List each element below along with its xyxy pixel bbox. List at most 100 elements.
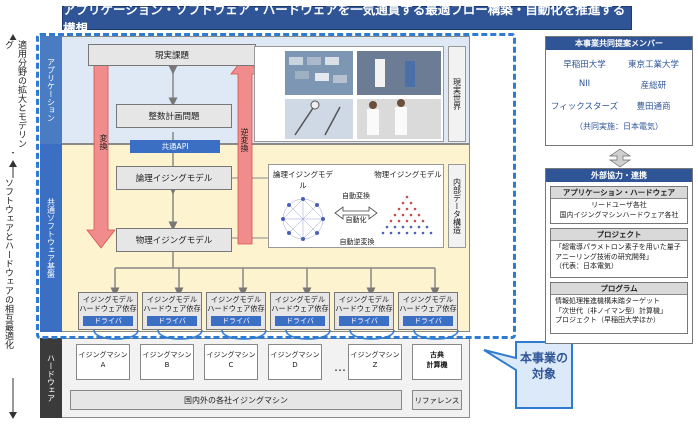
classical-line1: 古典 — [430, 351, 444, 359]
ising-machine-line1: イジングマシン — [142, 351, 192, 359]
driver-machine-links — [93, 329, 459, 340]
collab-section-project: プロジェクト 「超電導パラメトロン素子を用いた量子アニーリング技術の研究開発」 … — [550, 228, 688, 278]
automation-label: 自動化 — [345, 216, 367, 224]
ising-model-unit-line2: ハードウェア依存 — [143, 304, 201, 313]
collab-program-line3: プロジェクト（早稲田大学ほか） — [555, 316, 660, 324]
internal-data-tag: 内部データ構造 — [448, 164, 466, 248]
common-api-box[interactable]: 共通API — [130, 140, 220, 153]
member-aist: 産総研 — [640, 81, 667, 91]
driver-label: ドライバ — [275, 316, 325, 326]
internal-logical-label: 論理イジングモデル — [273, 170, 333, 190]
members-header: 本事業共同提案メンバー — [546, 37, 692, 50]
target-callout-line2: 対象 — [531, 367, 556, 381]
ising-machine[interactable]: イジングマシン A — [76, 344, 130, 380]
collab-program-line1: 情報処理推進機構未踏ターゲット — [555, 297, 660, 305]
ising-machine-line2: C — [228, 361, 234, 369]
integer-problem-box[interactable]: 整数計画問題 — [116, 104, 232, 128]
collab-section-app-hw-header: アプリケーション・ハードウェア — [551, 187, 687, 199]
ising-model-unit-line1: イジングモデル — [274, 295, 326, 304]
collab-app-hw-line1: リードユーザ各社 — [591, 201, 647, 209]
member-tokyo-tech: 東京工業大学 — [627, 60, 679, 70]
ising-model-unit-line2: ハードウェア依存 — [271, 304, 329, 313]
ising-machine-line2: Z — [372, 361, 378, 369]
physical-ising-box[interactable]: 物理イジングモデル — [116, 228, 232, 252]
ising-model-unit-line2: ハードウェア依存 — [399, 304, 457, 313]
ising-model-unit-line1: イジングモデル — [402, 295, 454, 304]
application-band-label: アプリケーション — [40, 36, 62, 144]
collab-section-program-header: プログラム — [551, 283, 687, 295]
member-nii: NII — [578, 79, 591, 89]
ising-model-unit[interactable]: イジングモデルハードウェア依存ドライバ — [270, 292, 330, 330]
collab-section-project-header: プロジェクト — [551, 229, 687, 241]
label-modeling: 適用分野の拡大とモデリング — [2, 40, 28, 152]
ising-machine-line1: イジングマシン — [270, 351, 320, 359]
classical-line2: 計算機 — [426, 361, 448, 369]
collab-section-program: プログラム 情報処理推進機構未踏ターゲット 「次世代（非ノイマン型）計算機」 プ… — [550, 282, 688, 334]
internal-data-panel: 論理イジングモデル 物理イジングモデル 自動変換 自動化 自動逆変換 — [268, 164, 444, 248]
ising-machine[interactable]: イジングマシン C — [204, 344, 258, 380]
collab-header: 外部協力・連携 — [546, 169, 692, 182]
collab-app-hw-line2: 国内イジングマシンハードウェア各社 — [559, 210, 679, 219]
ising-model-unit-line2: ハードウェア依存 — [79, 304, 137, 313]
members-note: （共同実施：日本電気） — [575, 122, 663, 131]
ising-model-unit-line2: ハードウェア依存 — [207, 304, 265, 313]
ising-model-unit[interactable]: イジングモデルハードウェア依存ドライバ — [334, 292, 394, 330]
auto-convert-label: 自動変換 — [342, 192, 370, 200]
ising-model-unit[interactable]: イジングモデルハードウェア依存ドライバ — [78, 292, 138, 330]
members-panel: 本事業共同提案メンバー 早稲田大学 東京工業大学 NII 産総研 フィックスター… — [545, 36, 693, 146]
driver-label: ドライバ — [403, 316, 453, 326]
sidebar-link-arrow — [608, 148, 632, 168]
internal-graphs — [281, 195, 433, 241]
member-toyota-tsusho: 豊田通商 — [636, 102, 671, 112]
member-waseda: 早稲田大学 — [563, 60, 606, 70]
hardware-band-label: ハードウェア — [40, 338, 62, 418]
software-band-label: 共通ソフトウェア基盤 — [40, 144, 62, 332]
ising-model-unit[interactable]: イジングモデルハードウェア依存ドライバ — [206, 292, 266, 330]
ising-machine-line1: イジングマシン — [78, 351, 128, 359]
member-fixstars: フィックスターズ — [550, 102, 619, 112]
target-callout-shape — [483, 341, 573, 409]
classical-computer[interactable]: 古典 計算機 — [412, 344, 462, 380]
internal-physical-label: 物理イジングモデル — [374, 170, 442, 179]
ising-machine-line1: イジングマシン — [206, 351, 256, 359]
ising-model-unit[interactable]: イジングモデルハードウェア依存ドライバ — [142, 292, 202, 330]
ising-machine-line1: イジングマシン — [350, 351, 400, 359]
ising-model-unit[interactable]: イジングモデルハードウェア依存ドライバ — [398, 292, 458, 330]
ising-machine-line2: D — [292, 361, 298, 369]
label-hw-sw-optimization: ソフトウェアとハードウェアの相互最適化 — [2, 178, 15, 378]
ising-model-unit-line1: イジングモデル — [146, 295, 198, 304]
inverse-convert-label: 逆変換 — [240, 128, 249, 152]
logical-ising-box[interactable]: 論理イジングモデル — [116, 166, 232, 190]
collab-section-app-hw: アプリケーション・ハードウェア リードユーザ各社 国内イジングマシンハードウェア… — [550, 186, 688, 224]
target-callout: 本事業の 対象 — [516, 350, 572, 382]
driver-label: ドライバ — [339, 316, 389, 326]
collab-program-line2: 「次世代（非ノイマン型）計算機」 — [555, 306, 667, 315]
ising-machine-line2: B — [164, 361, 170, 369]
collab-project-line2: （代表：日本電気） — [555, 262, 618, 270]
driver-label: ドライバ — [211, 316, 261, 326]
machines-footer: 国内外の各社イジングマシン — [70, 390, 402, 410]
reference-label: リファレンス — [412, 390, 462, 410]
ellipsis: … — [334, 360, 346, 374]
ising-model-unit-line1: イジングモデル — [210, 295, 262, 304]
driver-label: ドライバ — [147, 316, 197, 326]
photo-collage — [254, 46, 444, 142]
ising-machine-line2: A — [100, 361, 106, 369]
ising-machine[interactable]: イジングマシン D — [268, 344, 322, 380]
ising-model-unit-line1: イジングモデル — [82, 295, 134, 304]
photo-collage-image — [285, 51, 441, 139]
ising-machine[interactable]: イジングマシン Z — [348, 344, 402, 380]
collab-panel: 外部協力・連携 アプリケーション・ハードウェア リードユーザ各社 国内イジングマ… — [545, 168, 693, 344]
convert-arrow — [86, 60, 116, 249]
page-title: アプリケーション・ソフトウェア・ハードウェアを一気通貫する最適フロー構築・自動化… — [62, 2, 632, 36]
project-target-outline — [36, 33, 516, 339]
ising-model-unit-line1: イジングモデル — [338, 295, 390, 304]
ising-model-unit-line2: ハードウェア依存 — [335, 304, 393, 313]
driver-label: ドライバ — [83, 316, 133, 326]
real-problem-box[interactable]: 現実課題 — [88, 44, 256, 66]
convert-label: 変換 — [99, 134, 108, 150]
auto-inverse-label: 自動逆変換 — [339, 238, 375, 246]
ising-machine[interactable]: イジングマシン B — [140, 344, 194, 380]
target-callout-line1: 本事業の — [519, 351, 568, 365]
real-world-tag: 現実世界 — [448, 46, 466, 142]
